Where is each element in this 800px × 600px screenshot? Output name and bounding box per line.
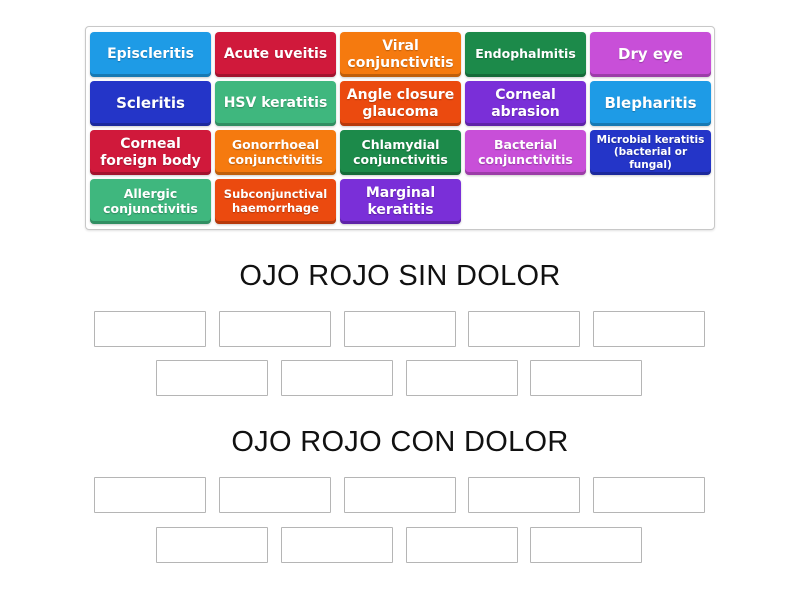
drop-slot[interactable] <box>593 477 705 513</box>
tile-label: Bacterial conjunctivitis <box>478 137 573 167</box>
tile-endophalmitis[interactable]: Endophalmitis <box>465 32 586 77</box>
drop-slot[interactable] <box>593 311 705 347</box>
drop-slot[interactable] <box>156 527 268 563</box>
tile-label: Marginal keratitis <box>365 185 436 218</box>
tile-label: Blepharitis <box>604 93 697 112</box>
tile-subconjunctival-haemorrhage[interactable]: Subconjunctival haemorrhage <box>215 179 336 224</box>
tile-label: Episcleritis <box>107 46 194 63</box>
drop-slot[interactable] <box>530 360 642 396</box>
tile-label: Allergic conjunctivitis <box>103 186 198 216</box>
group-heading-sin-dolor: OJO ROJO SIN DOLOR <box>239 260 561 292</box>
tile-label: Angle closure glaucoma <box>346 87 455 120</box>
drop-slot[interactable] <box>94 477 206 513</box>
drop-slot[interactable] <box>344 311 456 347</box>
tile-bacterial-conjunctivitis[interactable]: Bacterial conjunctivitis <box>465 130 586 175</box>
tile-acute-uveitis[interactable]: Acute uveitis <box>215 32 336 77</box>
tile-allergic-conjunctivitis[interactable]: Allergic conjunctivitis <box>90 179 211 224</box>
drop-slot[interactable] <box>156 360 268 396</box>
tile-tray: Episcleritis Acute uveitis Viral conjunc… <box>85 26 715 230</box>
drop-slot[interactable] <box>468 477 580 513</box>
tile-blepharitis[interactable]: Blepharitis <box>590 81 711 126</box>
drop-slot[interactable] <box>281 527 393 563</box>
tile-dry-eye[interactable]: Dry eye <box>590 32 711 77</box>
drop-slot[interactable] <box>406 360 518 396</box>
tile-label: Subconjunctival haemorrhage <box>223 187 328 215</box>
drop-slot[interactable] <box>281 360 393 396</box>
tile-label: Dry eye <box>618 44 683 63</box>
tile-label: Endophalmitis <box>475 46 576 62</box>
tile-label: Microbial keratitis (bacterial or fungal… <box>596 134 705 171</box>
tile-label: Gonorrhoeal conjunctivitis <box>228 137 323 167</box>
tile-chlamydial-conjunctivitis[interactable]: Chlamydial conjunctivitis <box>340 130 461 175</box>
tile-label: Corneal abrasion <box>491 87 560 120</box>
tile-corneal-abrasion[interactable]: Corneal abrasion <box>465 81 586 126</box>
tile-label: HSV keratitis <box>223 95 328 112</box>
tile-episcleritis[interactable]: Episcleritis <box>90 32 211 77</box>
tile-label: Acute uveitis <box>223 46 328 63</box>
tile-label: Corneal foreign body <box>100 136 201 169</box>
tile-label: Viral conjunctivitis <box>347 38 454 71</box>
drop-slot[interactable] <box>406 527 518 563</box>
tile-corneal-foreign-body[interactable]: Corneal foreign body <box>90 130 211 175</box>
group-heading-con-dolor: OJO ROJO CON DOLOR <box>231 426 569 458</box>
tile-hsv-keratitis[interactable]: HSV keratitis <box>215 81 336 126</box>
drop-slot[interactable] <box>219 477 331 513</box>
tile-viral-conjunctivitis[interactable]: Viral conjunctivitis <box>340 32 461 77</box>
tile-microbial-keratitis[interactable]: Microbial keratitis (bacterial or fungal… <box>590 130 711 175</box>
drop-slot[interactable] <box>468 311 580 347</box>
tile-scleritis[interactable]: Scleritis <box>90 81 211 126</box>
drop-slot[interactable] <box>344 477 456 513</box>
tile-gonorrhoeal-conjunctivitis[interactable]: Gonorrhoeal conjunctivitis <box>215 130 336 175</box>
drop-slot[interactable] <box>219 311 331 347</box>
drop-slot[interactable] <box>530 527 642 563</box>
tile-label: Scleritis <box>116 93 185 112</box>
tile-marginal-keratitis[interactable]: Marginal keratitis <box>340 179 461 224</box>
tile-angle-closure-glaucoma[interactable]: Angle closure glaucoma <box>340 81 461 126</box>
drop-slot[interactable] <box>94 311 206 347</box>
tile-label: Chlamydial conjunctivitis <box>353 137 448 167</box>
